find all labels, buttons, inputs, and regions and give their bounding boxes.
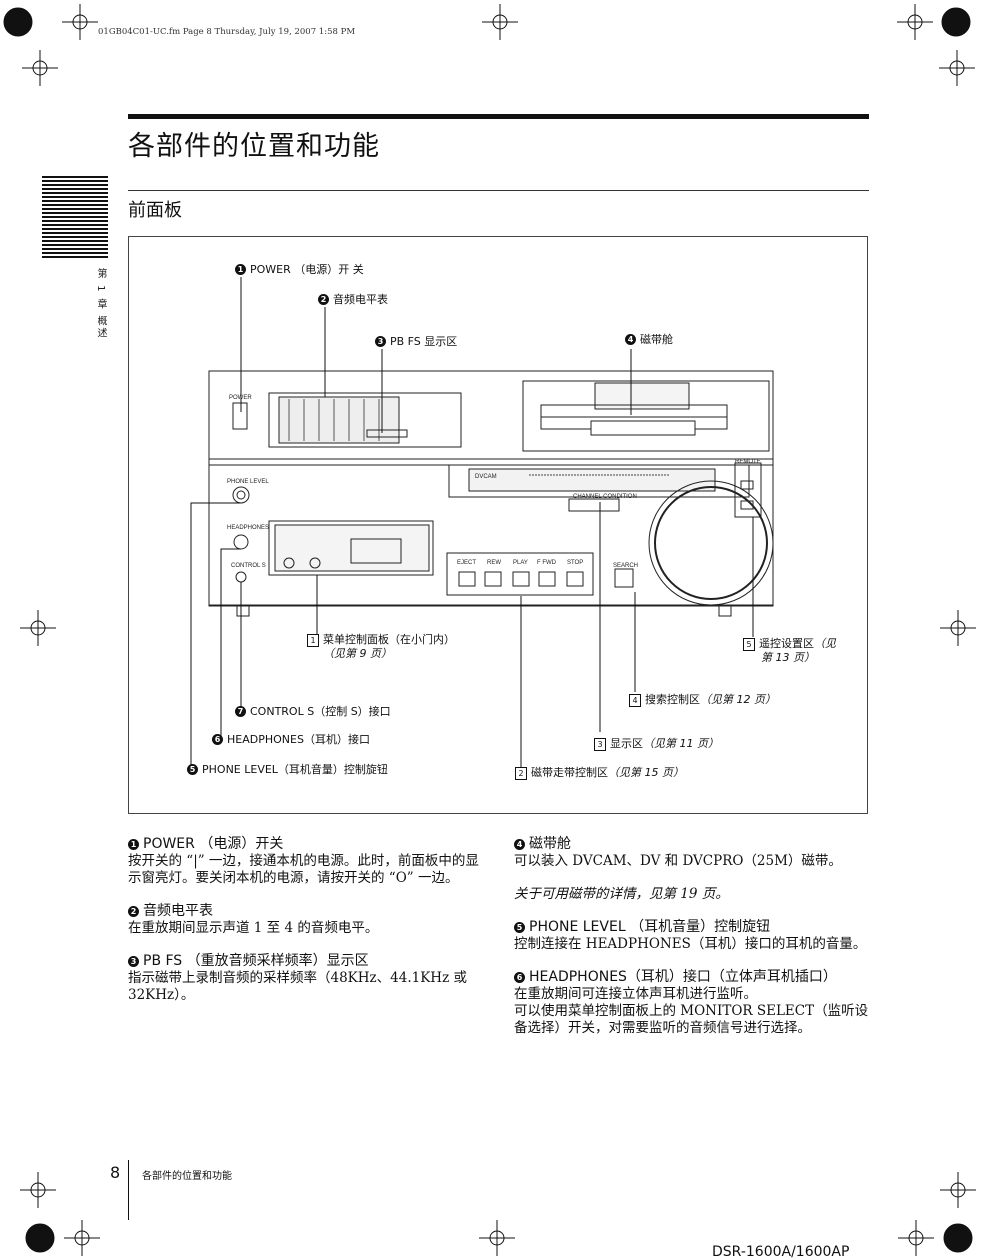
menu-control-panel [268,520,434,576]
front-panel-figure: POWER PHONE LEVEL HEADPHONES CONTROL S S… [128,236,868,814]
item-text-phone-level: 控制连接在 HEADPHONES（耳机）接口的耳机的音量。 [514,936,867,952]
headphones-jack [233,534,249,550]
footer-divider [128,1160,129,1220]
phone-level-knob [232,486,250,504]
transport-panel [446,552,594,596]
item-note-cassette: 关于可用磁带的详情，见第 19 页。 [514,886,729,902]
section-title: 前面板 [128,200,182,221]
pb-fs-display [366,429,408,438]
cassette-window [522,380,770,452]
transport-ffwd-text: F FWD [537,560,557,566]
device-remote-text: REMOTE [735,459,761,465]
transport-rew-text: REW [487,560,501,566]
transport-play-text: PLAY [513,560,528,566]
item-text-power: 按开关的 “|” 一边，接通本机的电源。此时，前面板中的显示窗亮灯。要关闭本机的… [128,853,479,886]
search-dial [648,480,774,606]
item-text-cassette: 可以装入 DVCAM、DV 和 DVCPRO（25M）磁带。 [514,853,842,869]
item-text-audio-meter: 在重放期间显示声道 1 至 4 的音频电平。 [128,920,379,936]
transport-stop-text: STOP [567,560,583,566]
device-phone-level-text: PHONE LEVEL [227,479,269,485]
footer-title: 各部件的位置和功能 [142,1171,232,1182]
item-text-headphones-2: 可以使用菜单控制面板上的 MONITOR SELECT（监听设备选择）开关，对需… [514,1003,869,1036]
power-switch [232,402,248,430]
file-header: 01GB04C01-UC.fm Page 8 Thursday, July 19… [98,27,356,37]
item-text-headphones: 在重放期间可连接立体声耳机进行监听。 [514,986,757,1002]
remote-panel [734,462,762,518]
device-dvcam-text: DVCAM [475,474,497,480]
transport-eject-text: EJECT [457,560,476,566]
section-rule [128,190,869,191]
chassis-outline [208,370,774,607]
top-rule [128,114,869,119]
page-number: 8 [110,1163,121,1182]
item-text-pb-fs: 指示磁带上录制音频的采样频率（48KHz、44.1KHz 或 32KHz）。 [128,970,467,1003]
device-power-text: POWER [229,395,252,401]
device-search-text: SEARCH [613,563,638,569]
device-control-s-text: CONTROL S [231,563,266,569]
search-button [614,568,634,588]
channel-condition-leds [568,498,620,512]
meter-window [268,392,462,448]
model-number: DSR-1600A/1600AP [712,1244,850,1260]
page-title: 各部件的位置和功能 [128,131,380,162]
control-s-jack [235,571,247,583]
device-channel-condition-text: CHANNEL CONDITION [573,494,637,500]
device-headphones-text: HEADPHONES [227,525,269,531]
chapter-tab-label: 第 1 章 概述 [95,268,106,340]
front-panel-drawing: POWER PHONE LEVEL HEADPHONES CONTROL S S… [190,277,774,767]
chapter-tab-stripes [42,176,108,258]
